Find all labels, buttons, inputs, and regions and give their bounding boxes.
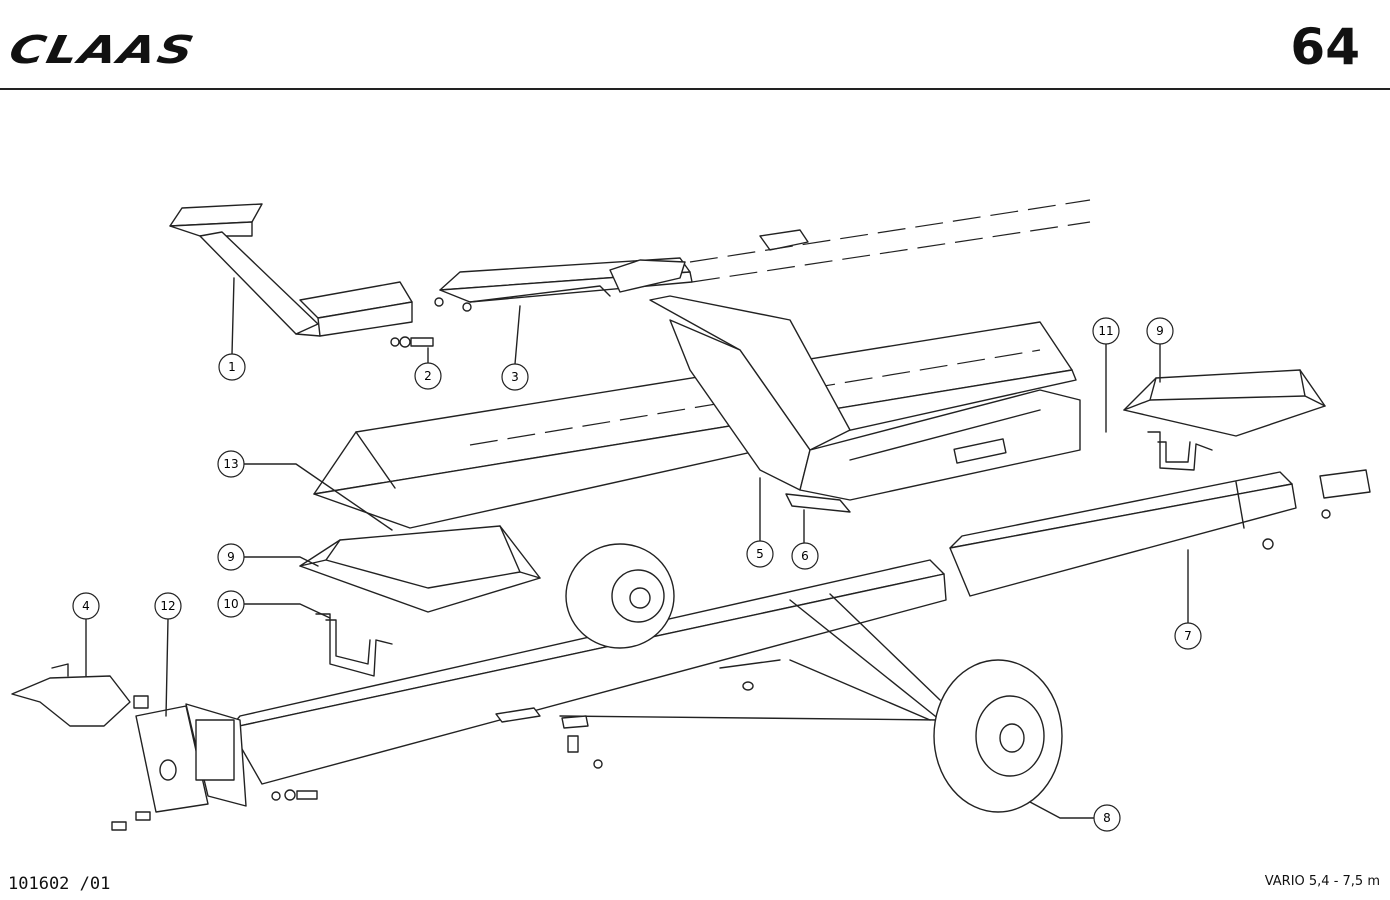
part-bracket-left	[315, 613, 393, 677]
svg-text:4: 4	[82, 599, 90, 613]
part-bolt-small	[390, 336, 434, 348]
part-end-plate	[135, 703, 247, 813]
callout-12: 12	[154, 592, 182, 620]
callout-11: 11	[1092, 317, 1120, 345]
callout-3: 3	[501, 363, 529, 391]
svg-text:13: 13	[223, 457, 238, 471]
svg-text:10: 10	[223, 597, 238, 611]
svg-text:9: 9	[1156, 324, 1164, 338]
svg-text:6: 6	[801, 549, 809, 563]
callout-10: 10	[217, 590, 245, 618]
part-rear-wheel	[565, 543, 675, 649]
part-frame-arm	[649, 295, 1081, 513]
part-upper-support-arm	[169, 203, 413, 337]
svg-text:3: 3	[511, 370, 519, 384]
callout-9-right: 9	[1146, 317, 1174, 345]
part-top-beam	[434, 199, 1091, 312]
svg-text:7: 7	[1184, 629, 1192, 643]
callout-1: 1	[218, 353, 246, 381]
part-bracket-right	[1147, 431, 1213, 471]
callout-8: 8	[1093, 804, 1121, 832]
callout-2: 2	[414, 362, 442, 390]
svg-text:2: 2	[424, 369, 432, 383]
page-number: 64	[1290, 18, 1360, 76]
callout-5: 5	[746, 540, 774, 568]
callout-4: 4	[72, 592, 100, 620]
svg-text:11: 11	[1098, 324, 1113, 338]
part-front-wheel	[933, 659, 1063, 813]
callout-6: 6	[791, 542, 819, 570]
part-right-beam	[949, 469, 1371, 597]
callout-13: 13	[217, 450, 245, 478]
document-number: 101602 /01	[8, 874, 111, 894]
callout-7: 7	[1174, 622, 1202, 650]
svg-text:1: 1	[228, 360, 236, 374]
svg-text:9: 9	[227, 550, 235, 564]
svg-text:12: 12	[160, 599, 175, 613]
part-cover-plate-right	[1123, 369, 1326, 437]
fasteners-lower	[111, 707, 603, 831]
part-cover-plate-left	[299, 525, 541, 613]
callout-9-left: 9	[217, 543, 245, 571]
leader-lines	[85, 277, 1189, 819]
svg-text:8: 8	[1103, 811, 1111, 825]
model-range: VARIO 5,4 - 7,5 m	[1264, 874, 1380, 889]
svg-text:5: 5	[756, 547, 764, 561]
part-end-shield	[11, 663, 149, 727]
header-rule	[0, 88, 1390, 90]
